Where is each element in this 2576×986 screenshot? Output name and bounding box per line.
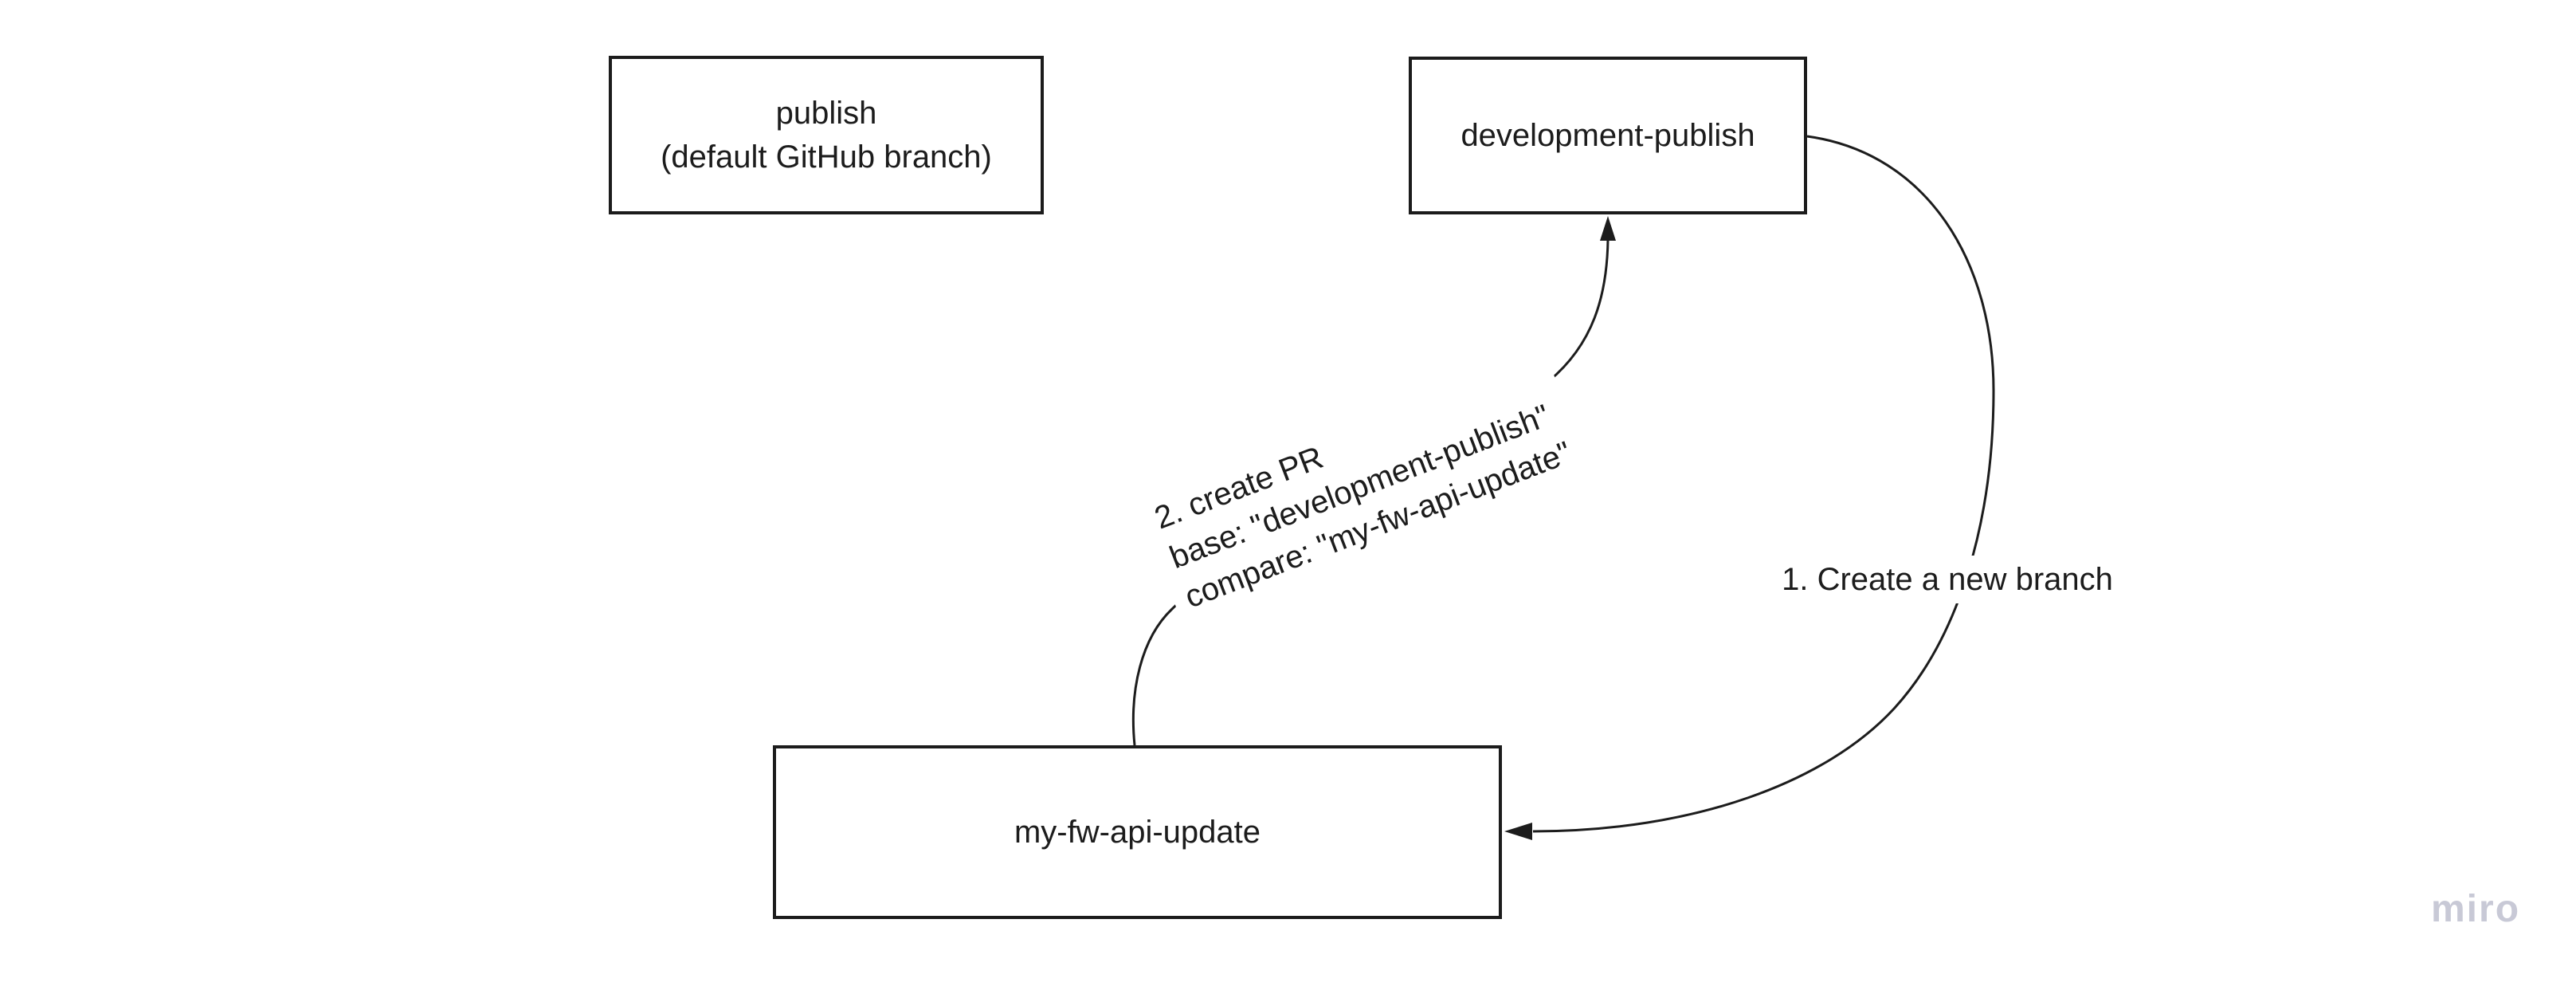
connector-label-create-branch[interactable]: 1. Create a new branch [1769, 556, 2126, 603]
shape-publish-branch[interactable]: publish (default GitHub branch) [609, 56, 1044, 214]
connector-create-branch[interactable] [1504, 135, 1995, 840]
shape-development-publish-branch[interactable]: development-publish [1409, 57, 1807, 214]
shape-development-publish-label: development-publish [1461, 117, 1755, 153]
arrowhead-left-icon [1504, 823, 1532, 840]
shape-publish-label-line2: (default GitHub branch) [661, 139, 992, 175]
miro-watermark: miro [2431, 888, 2521, 930]
arrowhead-up-icon [1600, 216, 1616, 241]
shape-publish-label-line1: publish [775, 95, 877, 131]
shape-my-fw-api-update-label: my-fw-api-update [1014, 814, 1261, 850]
shape-my-fw-api-update-branch[interactable]: my-fw-api-update [773, 745, 1502, 919]
